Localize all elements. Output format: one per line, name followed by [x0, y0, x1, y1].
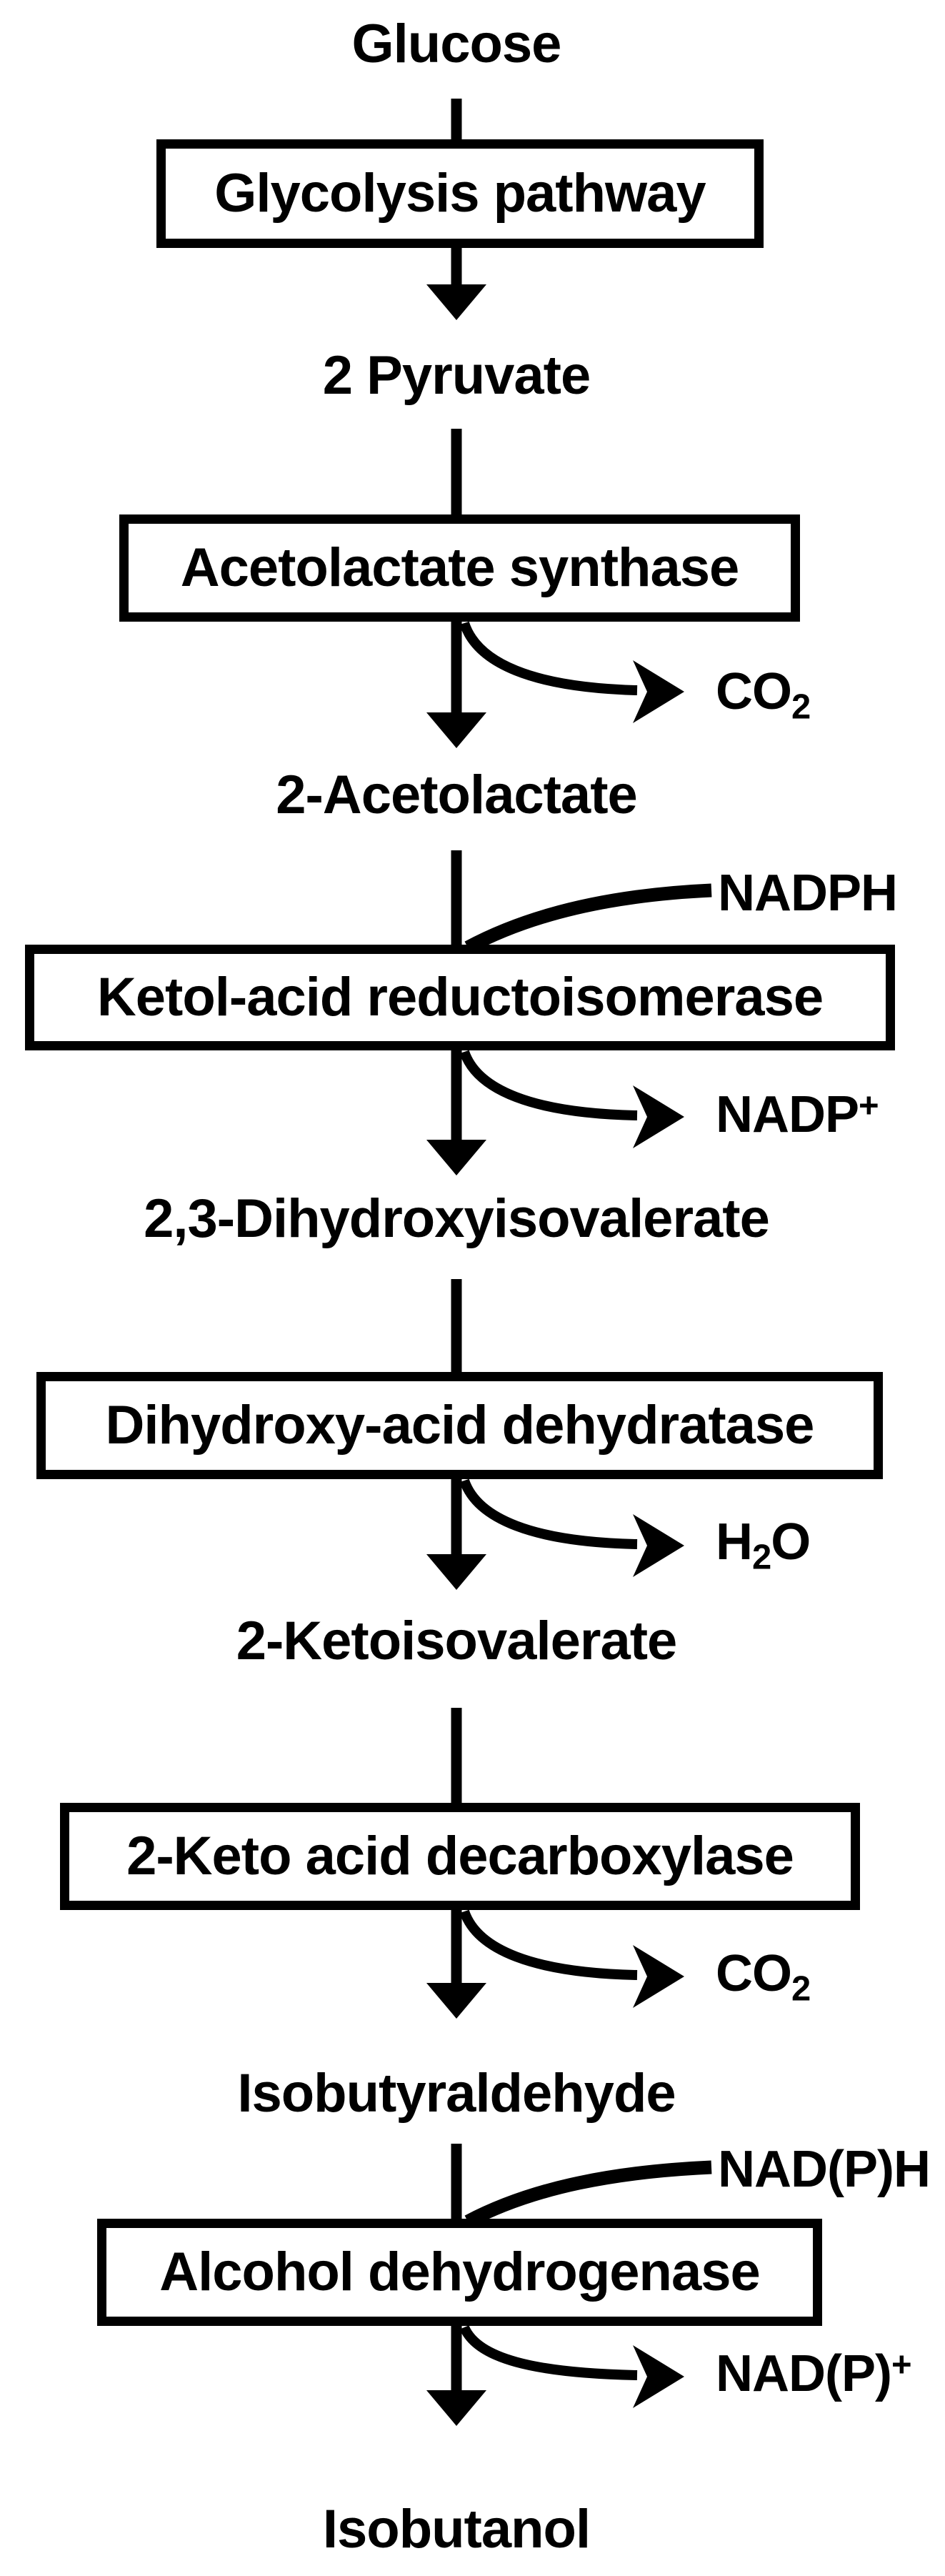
cofactor-in-curve-nadph2	[464, 2160, 712, 2228]
enzyme-box-adh: Alcohol dehydrogenase	[97, 2219, 822, 2326]
cofactor-text: O	[771, 1513, 811, 1571]
flow-arrowhead	[426, 2390, 486, 2426]
cofactor-out-arrowhead-nadp-plus	[633, 2345, 684, 2408]
metabolite-pyruvate: 2 Pyruvate	[322, 345, 591, 406]
cofactor-subscript: 2	[791, 1969, 811, 2009]
enzyme-box-kari: Ketol-acid reductoisomerase	[25, 945, 895, 1050]
enzyme-label: Acetolactate synthase	[180, 537, 740, 598]
cofactor-subscript: 2	[791, 687, 811, 727]
cofactor-superscript: +	[891, 2345, 912, 2384]
enzyme-box-glycolysis: Glycolysis pathway	[156, 139, 764, 248]
enzyme-box-dhad: Dihydroxy-acid dehydratase	[36, 1372, 883, 1479]
metabolite-isobutanol: Isobutanol	[322, 2499, 591, 2560]
cofactor-out-arrowhead-co2-b	[633, 1945, 684, 2008]
cofactor-h2o-out: H2O	[716, 1513, 811, 1575]
flow-arrowhead	[426, 284, 486, 320]
cofactor-out-arrowhead-co2-a	[633, 660, 684, 723]
metabolite-glucose: Glucose	[351, 14, 562, 74]
cofactor-nadph2-in: NAD(P)H	[718, 2141, 931, 2198]
cofactor-out-curve-nadp-plus	[459, 2324, 638, 2380]
cofactor-text: NAD(P)	[716, 2345, 892, 2402]
cofactor-in-curve-nadph	[464, 883, 712, 954]
cofactor-text: CO	[716, 1945, 792, 2002]
cofactor-out-curve-co2-b	[459, 1909, 638, 1980]
flow-arrowhead	[426, 712, 486, 748]
cofactor-text: NADP	[716, 1086, 859, 1143]
cofactor-subscript: 2	[752, 1538, 771, 1577]
cofactor-co2-out-a: CO2	[716, 663, 811, 725]
cofactor-text: H	[716, 1513, 753, 1571]
cofactor-text: CO	[716, 663, 792, 720]
enzyme-label: Ketol-acid reductoisomerase	[96, 967, 824, 1028]
cofactor-out-arrowhead-h2o	[633, 1514, 684, 1577]
cofactor-out-curve-nadp	[459, 1050, 638, 1120]
enzyme-label: Alcohol dehydrogenase	[159, 2242, 760, 2302]
cofactor-co2-out-b: CO2	[716, 1945, 811, 2006]
metabolite-dihydroxyisovalerate: 2,3-Dihydroxyisovalerate	[144, 1188, 770, 1249]
cofactor-nadph-in: NADPH	[718, 865, 898, 922]
cofactor-nadp2-out: NAD(P)+	[716, 2345, 912, 2402]
flow-arrowhead	[426, 1983, 486, 2019]
enzyme-label: Dihydroxy-acid dehydratase	[105, 1395, 815, 1456]
enzyme-box-kdc: 2-Keto acid decarboxylase	[60, 1803, 860, 1910]
metabolite-acetolactate: 2-Acetolactate	[276, 765, 638, 825]
enzyme-label: 2-Keto acid decarboxylase	[126, 1826, 794, 1886]
metabolite-isobutyraldehyde: Isobutyraldehyde	[237, 2063, 676, 2124]
flow-arrowhead	[426, 1554, 486, 1590]
enzyme-box-als: Acetolactate synthase	[119, 514, 800, 622]
cofactor-out-arrowhead-nadp	[633, 1085, 684, 1148]
enzyme-label: Glycolysis pathway	[214, 163, 706, 224]
metabolite-ketoisovalerate: 2-Ketoisovalerate	[236, 1611, 678, 1671]
cofactor-nadp-out: NADP+	[716, 1086, 879, 1143]
cofactor-text: NAD(P)H	[718, 2141, 931, 2198]
cofactor-out-curve-co2-a	[459, 621, 638, 695]
cofactor-out-curve-h2o	[459, 1478, 638, 1549]
flow-arrowhead	[426, 1140, 486, 1175]
cofactor-text: NADPH	[718, 865, 898, 922]
cofactor-superscript: +	[859, 1086, 879, 1125]
